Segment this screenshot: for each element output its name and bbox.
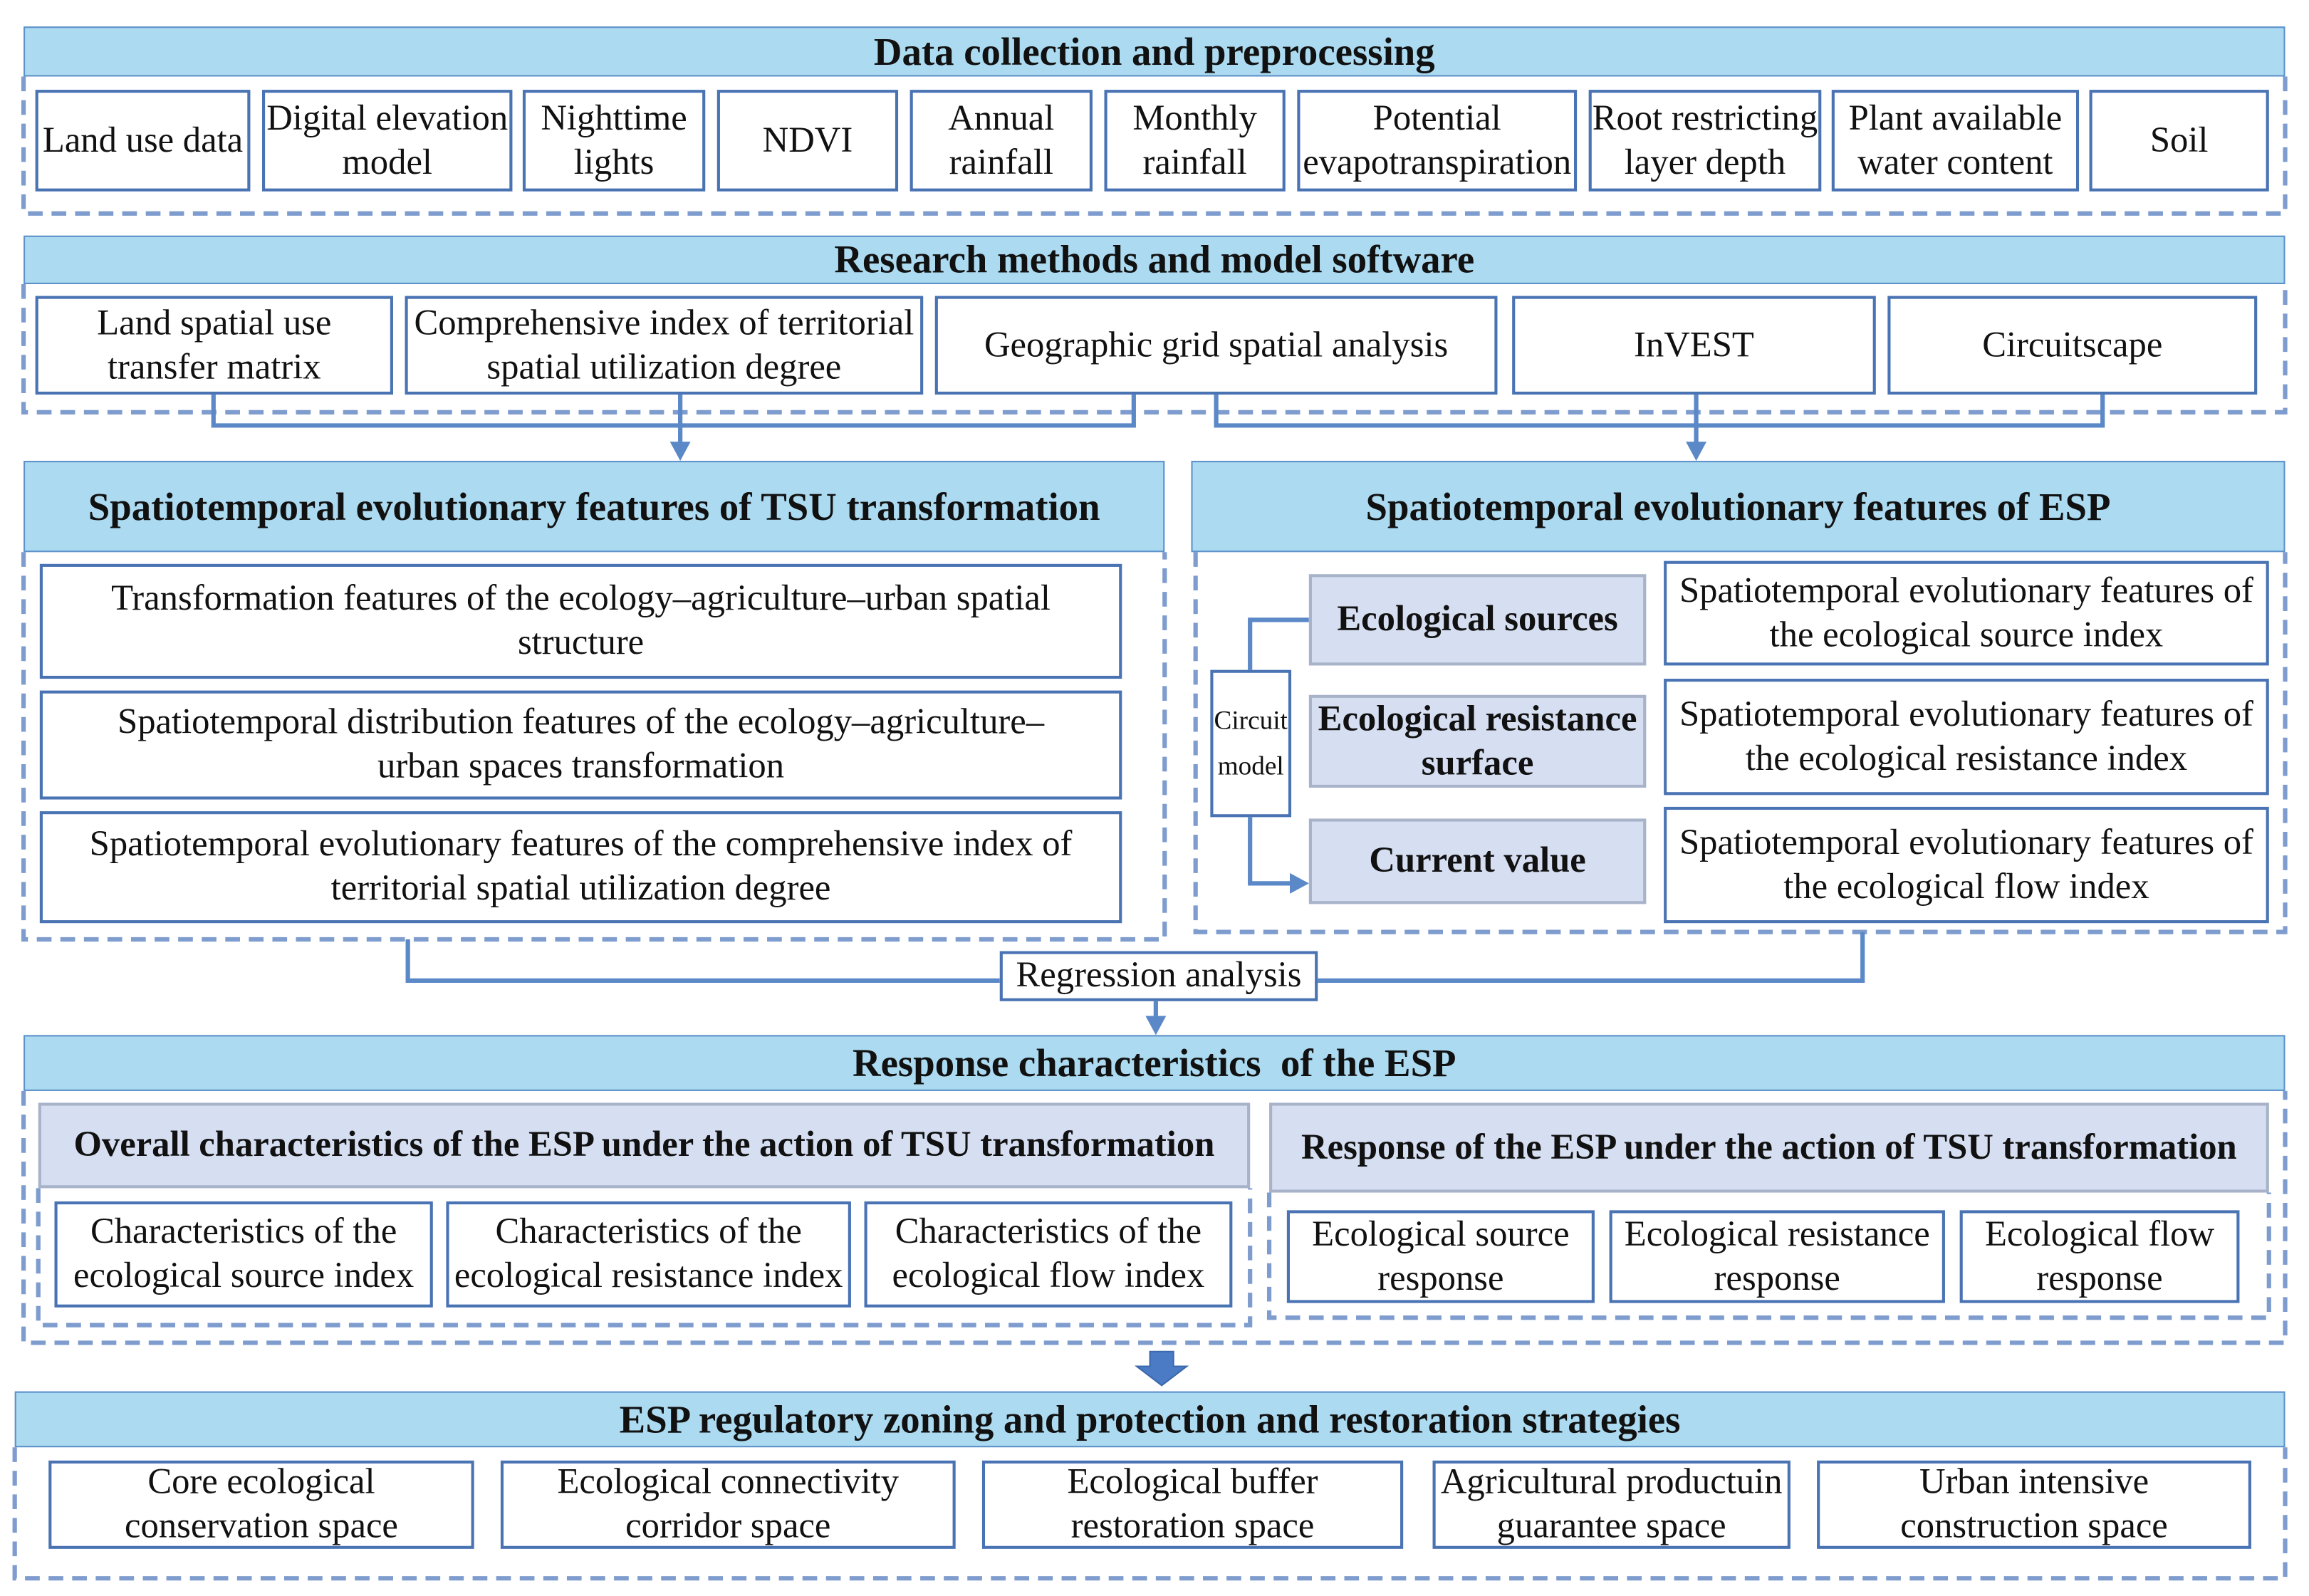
method-geographic-grid-analysis: Geographic grid spatial analysis (934, 296, 1498, 395)
regression-analysis-box: Regression analysis (999, 951, 1318, 1001)
overall-item-flow-index: Characteristics of the ecological flow i… (864, 1201, 1233, 1308)
data-item-soil: Soil (2089, 90, 2269, 192)
esp-feature-flow-index: Spatiotemporal evolutionary features of … (1664, 806, 2269, 924)
research-methods-frame (21, 283, 2288, 414)
data-item-monthly-rainfall: Monthly rainfall (1104, 90, 1286, 192)
down-block-arrow-icon (1134, 1350, 1189, 1387)
overall-item-resistance-index: Characteristics of the ecological resist… (446, 1201, 851, 1308)
tsu-feature-spatial-structure: Transformation features of the ecology–a… (39, 563, 1122, 679)
data-item-annual-rainfall: Annual rainfall (909, 90, 1093, 192)
regression-arrow-head (1145, 1016, 1167, 1036)
zone-connectivity-corridor: Ecological connectivity corridor space (500, 1460, 956, 1549)
tsu-features-header: Spatiotemporal evolutionary features of … (24, 461, 1165, 553)
circuit-model-box: Circuit model (1210, 669, 1292, 818)
left-methods-bracket (211, 395, 1136, 428)
overall-characteristics-header: Overall characteristics of the ESP under… (38, 1102, 1251, 1189)
response-item-flow: Ecological flow response (1959, 1210, 2240, 1303)
regression-left-line (405, 939, 1000, 983)
data-item-plant-available-water-content: Plant available water content (1831, 90, 2080, 192)
response-header: Response characteristics of the ESP (24, 1035, 2285, 1091)
response-item-resistance: Ecological resistance response (1609, 1210, 1945, 1303)
method-invest: InVEST (1512, 296, 1876, 395)
data-item-land-use-data: Land use data (35, 90, 251, 192)
data-item-ndvi: NDVI (716, 90, 899, 192)
data-item-digital-elevation-model: Digital elevation model (261, 90, 513, 192)
response-under-tsu-header: Response of the ESP under the action of … (1269, 1102, 2269, 1193)
right-arrow-head (1686, 442, 1707, 461)
esp-features-header: Spatiotemporal evolutionary features of … (1191, 461, 2285, 553)
zone-urban-construction: Urban intensive construction space (1817, 1460, 2251, 1549)
right-methods-bracket (1214, 395, 2105, 428)
circuit-to-current-arrow-head (1289, 872, 1309, 894)
data-item-potential-evapotranspiration: Potential evapotranspiration (1297, 90, 1578, 192)
esp-component-current-value: Current value (1308, 818, 1647, 904)
circuit-to-current-line (1248, 817, 1293, 886)
esp-features-frame (1193, 552, 2288, 934)
overall-characteristics-frame (36, 1188, 1253, 1328)
overall-item-source-index: Characteristics of the ecological source… (54, 1201, 433, 1308)
data-item-root-restricting-layer-depth: Root restricting layer depth (1588, 90, 1822, 192)
response-frame (21, 1090, 2288, 1345)
circuit-to-sources-line (1248, 617, 1309, 670)
response-under-tsu-frame (1266, 1192, 2271, 1320)
tsu-feature-distribution: Spatiotemporal distribution features of … (39, 690, 1122, 800)
research-methods-header: Research methods and model software (24, 235, 2285, 284)
tsu-feature-utilization-index: Spatiotemporal evolutionary features of … (39, 811, 1122, 924)
zone-buffer-restoration: Ecological buffer restoration space (981, 1460, 1404, 1549)
esp-component-resistance-surface: Ecological resistance surface (1308, 694, 1647, 788)
regression-right-line (1318, 932, 1865, 983)
data-collection-header: Data collection and preprocessing (24, 26, 2285, 77)
zone-agricultural-guarantee: Agricultural productuin guarantee space (1432, 1460, 1791, 1549)
esp-feature-resistance-index: Spatiotemporal evolutionary features of … (1664, 679, 2269, 796)
data-item-nighttime-lights: Nighttime lights (522, 90, 706, 192)
response-item-source: Ecological source response (1286, 1210, 1595, 1303)
method-circuitscape: Circuitscape (1887, 296, 2258, 395)
zone-core-conservation: Core ecological conservation space (48, 1460, 474, 1549)
method-utilization-degree-index: Comprehensive index of territorial spati… (405, 296, 924, 395)
esp-component-ecological-sources: Ecological sources (1308, 574, 1647, 666)
tsu-features-frame (21, 552, 1167, 942)
left-arrow-head (669, 442, 691, 461)
method-transfer-matrix: Land spatial use transfer matrix (35, 296, 393, 395)
zoning-header: ESP regulatory zoning and protection and… (14, 1391, 2285, 1448)
esp-feature-source-index: Spatiotemporal evolutionary features of … (1664, 560, 2269, 666)
